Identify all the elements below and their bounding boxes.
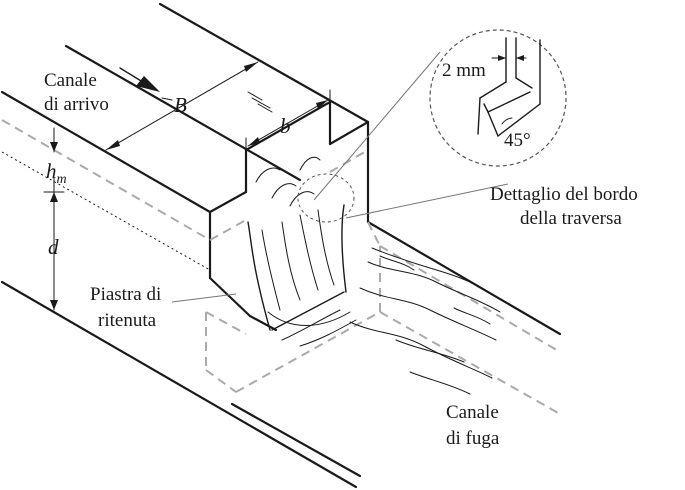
label-canale-arrivo-2: di arrivo: [44, 94, 109, 115]
nappe: [247, 156, 357, 347]
label-canale-fuga-1: Canale: [446, 402, 499, 423]
label-dettaglio-2: della traversa: [520, 208, 622, 229]
label-piastra-1: Piastra di: [90, 284, 161, 305]
channel-outline: [0, 2, 562, 489]
dimension-hm-d: [43, 127, 65, 311]
dimension-B: [105, 61, 259, 151]
detail-circles: [297, 29, 567, 223]
water-surface-ticks: [247, 91, 273, 113]
label-canale-fuga-2: di fuga: [446, 428, 500, 449]
datum-line: [1, 151, 211, 271]
flow-arrow: [119, 67, 160, 92]
label-angle-45: 45°: [504, 130, 531, 151]
label-dettaglio-1: Dettaglio del bordo: [490, 184, 638, 205]
dimension-b: [245, 89, 331, 151]
label-hm: hm: [46, 159, 67, 187]
label-piastra-2: ritenuta: [98, 310, 157, 331]
label-dim-2mm: 2 mm: [442, 60, 486, 81]
label-B: B: [174, 93, 187, 117]
tailwater-waves: [349, 247, 501, 395]
label-d: d: [48, 235, 59, 259]
label-canale-arrivo-1: Canale: [44, 70, 97, 91]
leader-lines: [171, 51, 509, 303]
hidden-edges: [1, 119, 561, 415]
label-b: b: [280, 114, 291, 138]
